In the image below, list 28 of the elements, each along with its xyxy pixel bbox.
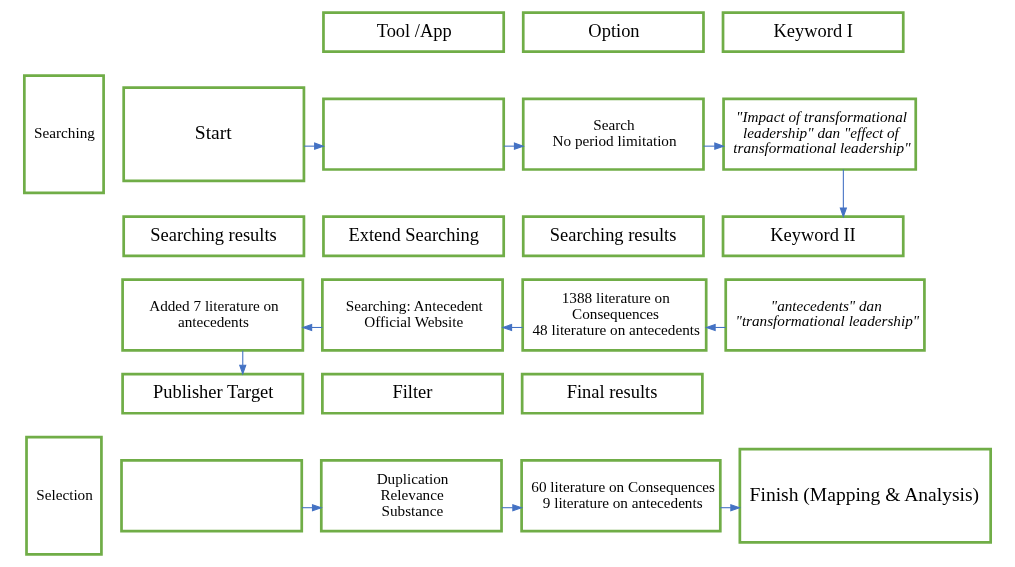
arrow (704, 323, 727, 332)
node-box: Option (521, 11, 705, 54)
node-box: Search No period limitation (521, 97, 705, 171)
arrow (501, 323, 524, 332)
node-box: 60 literature on Consequences 9 literature on antecedents (520, 459, 722, 533)
node-box: Start (122, 86, 306, 183)
node-box (120, 459, 304, 533)
node-box: Keyword II (721, 215, 905, 258)
node-box: Searching: Antecedent Official Website (321, 278, 504, 352)
node-box: Searching (23, 74, 105, 195)
node-box (322, 97, 506, 171)
node-box: "antecedents" dan "transformational leadership" (724, 278, 926, 352)
node-box: Keyword I (721, 11, 905, 54)
node-box: Final results (520, 372, 704, 415)
node-box: Publisher Target (121, 372, 305, 415)
node-box: Searching results (122, 215, 306, 258)
node-box: Finish (Mapping & Analysis) (738, 447, 992, 544)
node-box: Extend Searching (322, 215, 506, 258)
node-box: Searching results (521, 215, 705, 258)
node-box: 1388 literature on Consequences 48 literature on antecedents (521, 278, 708, 352)
node-box: Added 7 literature on antecedents (121, 278, 305, 352)
node-box: Filter (321, 372, 504, 415)
arrow (839, 169, 848, 219)
node-box: Tool /App (322, 11, 506, 54)
node-box: Duplication Relevance Substance (319, 459, 503, 533)
node-box: Selection (25, 435, 103, 556)
arrow (719, 503, 742, 512)
node-box: "Impact of transformational leadership" dan "effect of transformational leadership" (722, 97, 918, 171)
